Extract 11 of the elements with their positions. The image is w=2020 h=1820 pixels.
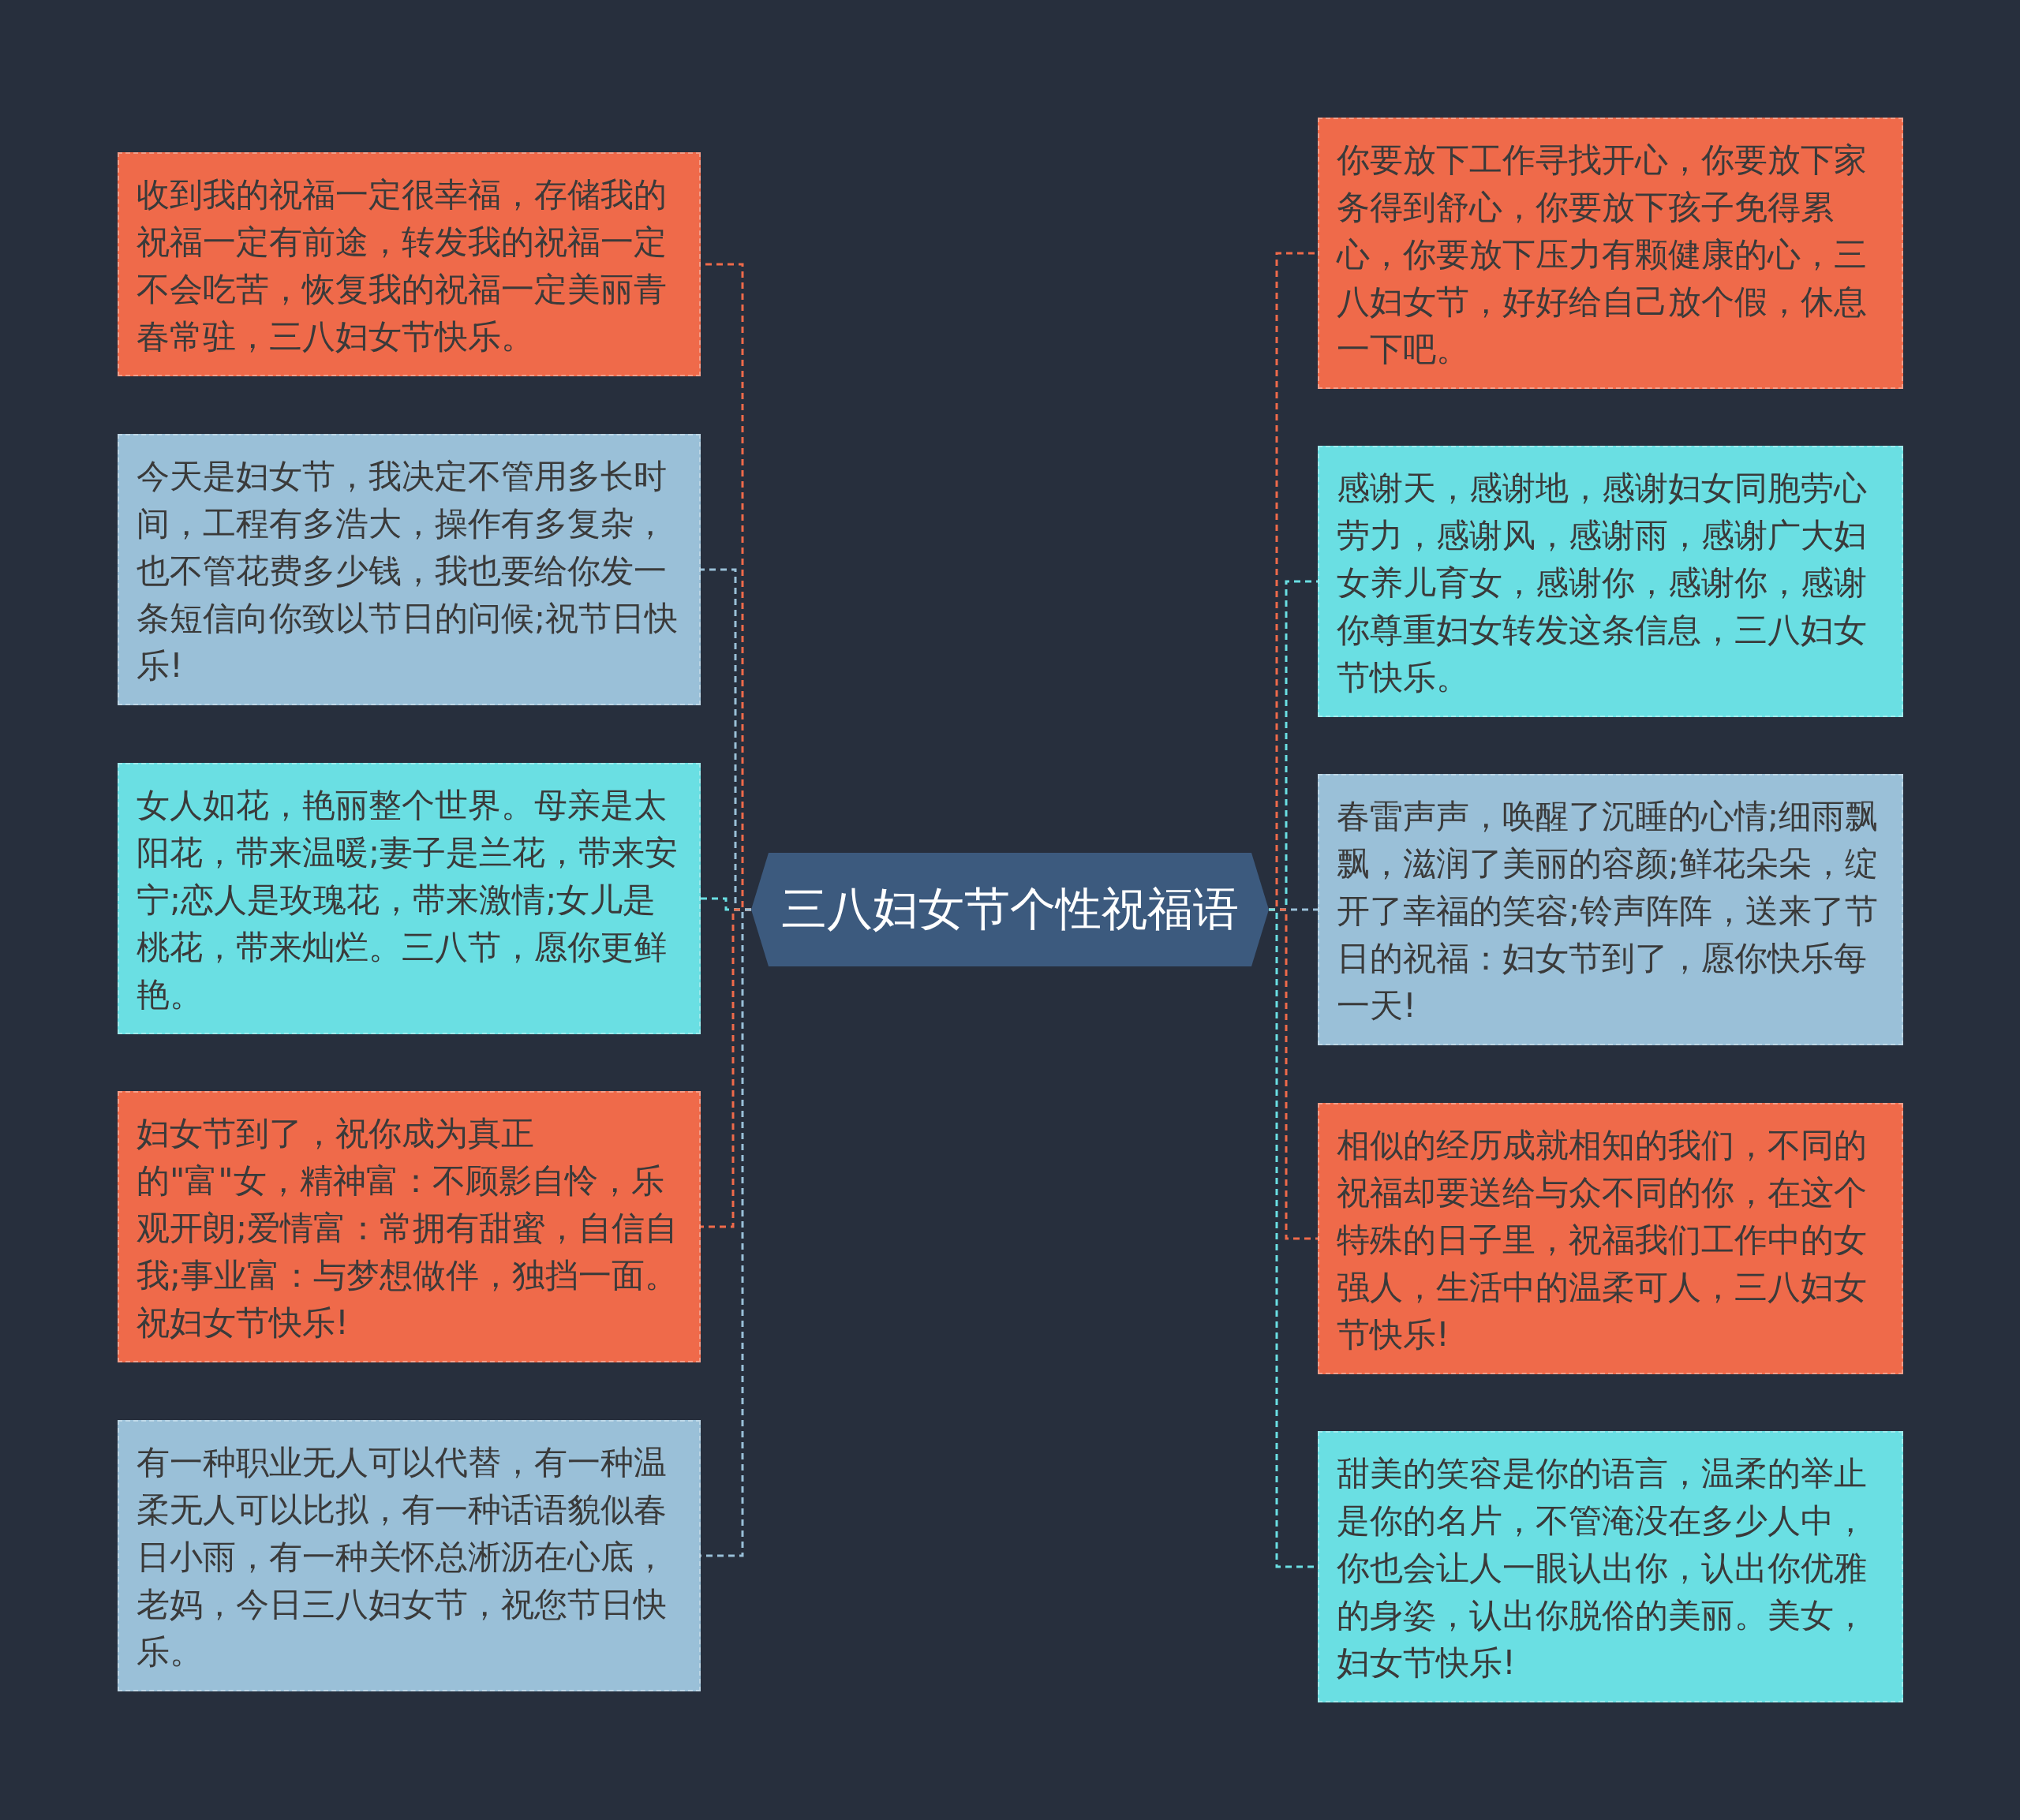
message-card: 收到我的祝福一定很幸福，存储我的祝福一定有前途，转发我的祝福一定不会吃苦，恢复我的祝福一定美丽青春常驻，三八妇女节快乐。	[118, 152, 701, 376]
message-card: 春雷声声，唤醒了沉睡的心情;细雨飘飘，滋润了美丽的容颜;鲜花朵朵，绽开了幸福的笑容;铃声阵阵，送来了节日的祝福：妇女节到了，愿你快乐每一天!	[1318, 774, 1903, 1045]
message-card: 今天是妇女节，我决定不管用多长时间，工程有多浩大，操作有多复杂，也不管花费多少钱，我也要给你发一条短信向你致以节日的问候;祝节日快乐!	[118, 434, 701, 705]
topic-title: 三八妇女节个性祝福语	[781, 881, 1239, 937]
message-card: 女人如花，艳丽整个世界。母亲是太阳花，带来温暖;妻子是兰花，带来安宁;恋人是玫瑰花，带来激情;女儿是桃花，带来灿烂。三八节，愿你更鲜艳。	[118, 763, 701, 1034]
message-card: 有一种职业无人可以代替，有一种温柔无人可以比拟，有一种话语貌似春日小雨，有一种关怀总淅沥在心底，老妈，今日三八妇女节，祝您节日快乐。	[118, 1420, 701, 1691]
message-card: 甜美的笑容是你的语言，温柔的举止是你的名片，不管淹没在多少人中，你也会让人一眼认出你，认出你优雅的身姿，认出你脱俗的美丽。美女，妇女节快乐!	[1318, 1431, 1903, 1702]
message-card: 感谢天，感谢地，感谢妇女同胞劳心劳力，感谢风，感谢雨，感谢广大妇女养儿育女，感谢你，感谢你，感谢你尊重妇女转发这条信息，三八妇女节快乐。	[1318, 446, 1903, 717]
message-card: 相似的经历成就相知的我们，不同的祝福却要送给与众不同的你，在这个特殊的日子里，祝福我们工作中的女强人，生活中的温柔可人，三八妇女节快乐!	[1318, 1103, 1903, 1374]
message-card: 妇女节到了，祝你成为真正的"富"女，精神富：不顾影自怜，乐观开朗;爱情富：常拥有甜蜜，自信自我;事业富：与梦想做伴，独挡一面。祝妇女节快乐!	[118, 1091, 701, 1362]
message-card: 你要放下工作寻找开心，你要放下家务得到舒心，你要放下孩子免得累心，你要放下压力有颗健康的心，三八妇女节，好好给自己放个假，休息一下吧。	[1318, 118, 1903, 389]
